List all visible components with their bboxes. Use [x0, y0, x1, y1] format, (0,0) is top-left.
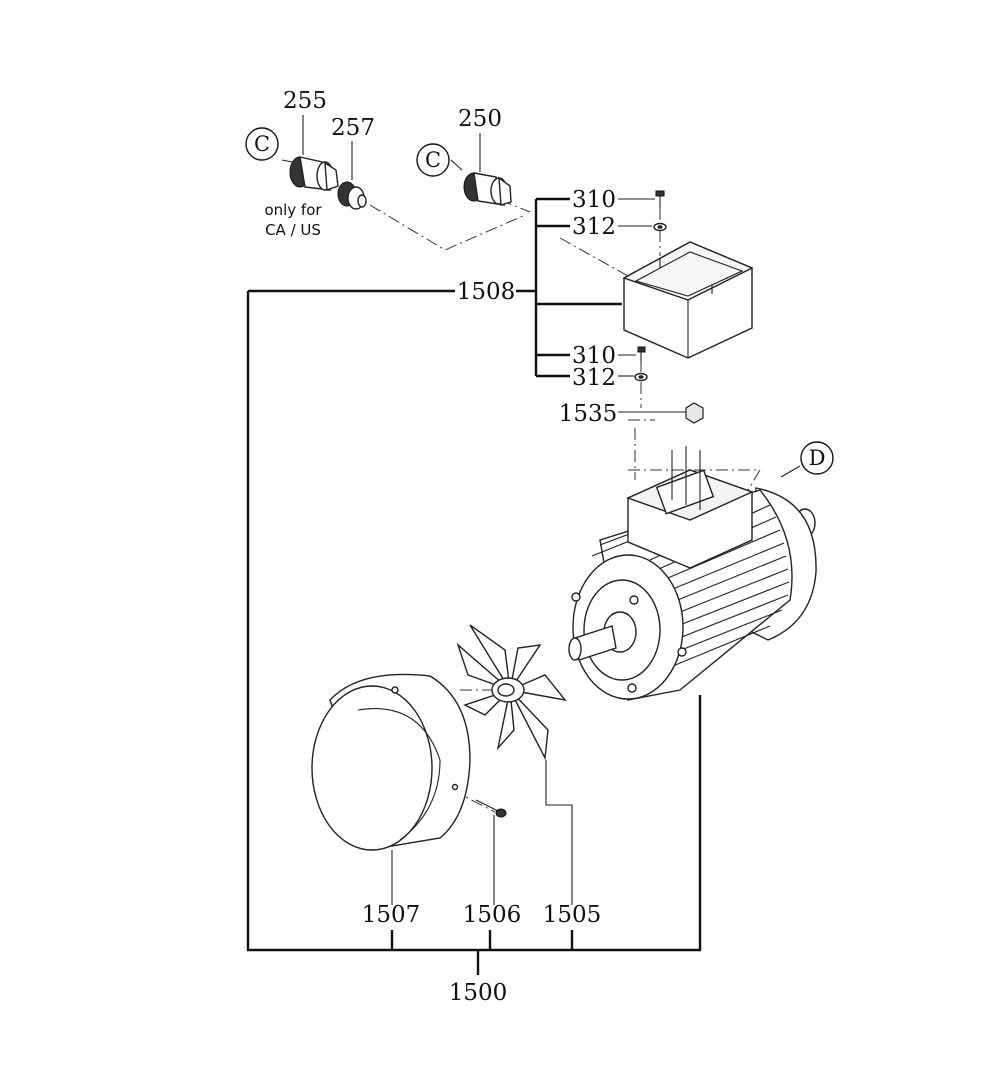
screw-1506: [475, 799, 507, 818]
fan-cover: [311, 673, 471, 851]
label-310-top: 310: [572, 187, 616, 213]
cable-gland-257: [337, 181, 367, 210]
label-1535: 1535: [559, 401, 618, 427]
electric-motor: [568, 446, 817, 701]
svg-text:D: D: [809, 446, 826, 470]
label-255: 255: [283, 88, 327, 114]
callout-c-left: C: [245, 127, 279, 161]
svg-text:C: C: [425, 148, 441, 172]
fan-impeller: [456, 624, 567, 761]
label-1500: 1500: [449, 980, 508, 1006]
label-312-top: 312: [572, 214, 616, 240]
label-1506: 1506: [463, 902, 522, 928]
callout-d: D: [800, 441, 834, 475]
label-1505: 1505: [543, 902, 602, 928]
label-1507: 1507: [362, 902, 421, 928]
label-250: 250: [458, 106, 502, 132]
washer-312-bottom: [634, 372, 648, 382]
label-257: 257: [331, 115, 375, 141]
screw-310-bottom: [637, 346, 646, 363]
svg-text:C: C: [254, 132, 270, 156]
svg-text:CA / US: CA / US: [265, 221, 321, 239]
cooling-fins: [591, 504, 790, 669]
regional-note: only for CA / US: [264, 201, 322, 239]
label-1508: 1508: [457, 279, 516, 305]
cable-gland-250: [463, 172, 512, 206]
callout-c-right: C: [416, 143, 450, 177]
bracket-lines: [246, 115, 801, 975]
nut-1535: [685, 402, 704, 424]
washer-312-top: [653, 222, 667, 232]
terminal-box-cover: [622, 241, 754, 359]
svg-text:only for: only for: [264, 201, 322, 219]
cable-gland-255: [289, 156, 339, 191]
screw-310-top: [655, 190, 665, 208]
label-312-bottom: 312: [572, 365, 616, 391]
label-310-bottom: 310: [572, 343, 616, 369]
part-labels: 255 257 250 310 312 1508 310 312 1535 15…: [283, 88, 617, 1006]
